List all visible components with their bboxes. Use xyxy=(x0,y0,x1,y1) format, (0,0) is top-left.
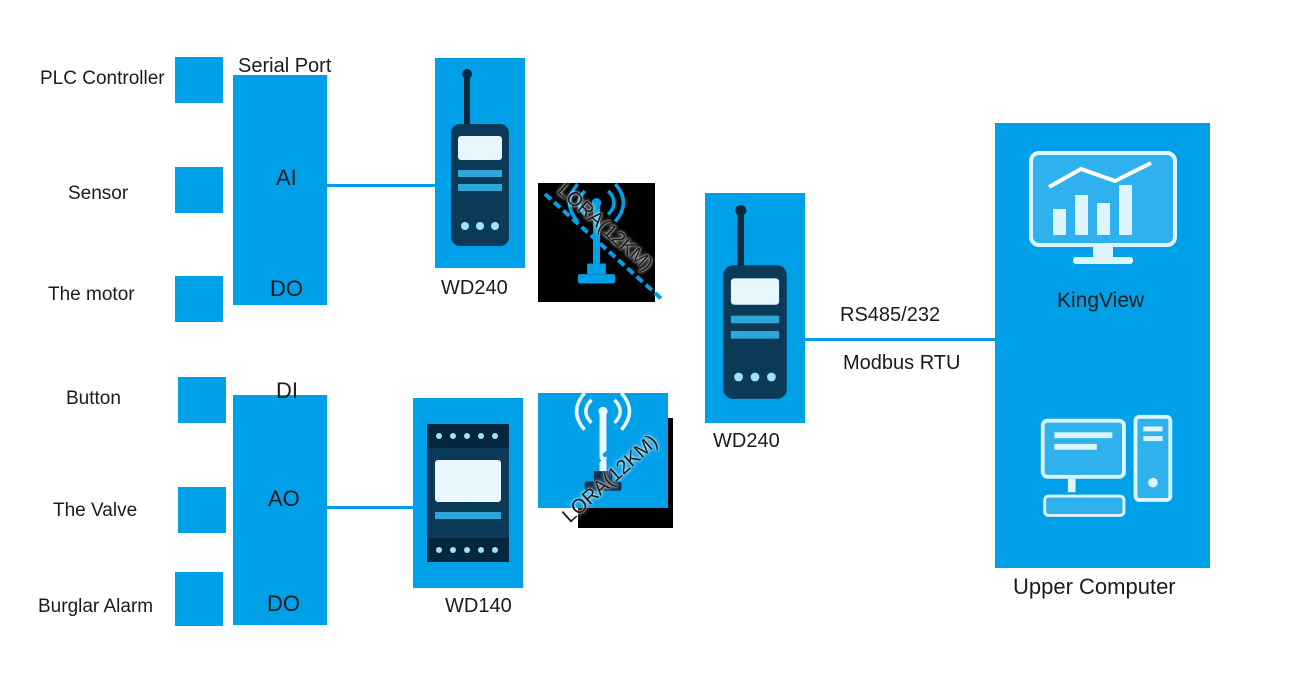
device-label-button: Button xyxy=(66,388,121,409)
bus-interface-label: RS485/232 xyxy=(840,304,941,326)
gateway-wd240-right xyxy=(705,193,805,423)
lora-antenna-icon xyxy=(567,183,626,284)
device-node-plc-controller xyxy=(175,57,223,103)
upper-computer-panel: KingView xyxy=(995,123,1210,568)
device-node-the-motor xyxy=(175,276,223,322)
upper-computer-caption: Upper Computer xyxy=(1013,574,1176,599)
monitor-chart-icon xyxy=(1023,147,1183,279)
lora-antenna-photo-bottom xyxy=(538,393,668,508)
wire-wd240-to-host xyxy=(805,338,997,341)
device-label-plc-controller: PLC Controller xyxy=(40,68,165,89)
device-label-the-motor: The motor xyxy=(48,284,135,305)
io-module-top xyxy=(233,75,327,305)
device-node-button xyxy=(178,377,226,423)
io-module-top-digital-label: DO xyxy=(270,276,303,301)
wire-top-module-to-wd240 xyxy=(327,184,435,187)
desktop-computer-icon xyxy=(1035,413,1180,528)
io-module-bottom-port-label: DI xyxy=(276,378,298,403)
bus-protocol-label: Modbus RTU xyxy=(843,352,961,374)
io-module-top-analog-label: AI xyxy=(276,165,297,190)
host-software-label: KingView xyxy=(1057,289,1145,312)
gateway-wd240-top-label: WD240 xyxy=(441,277,508,299)
gateway-wd240-top xyxy=(435,58,525,268)
gateway-wd140 xyxy=(413,398,523,588)
lora-antenna-box-top xyxy=(538,183,655,302)
lora-antenna-icon xyxy=(574,393,632,491)
device-label-the-valve: The Valve xyxy=(53,500,138,521)
gateway-device-icon xyxy=(723,205,787,399)
device-node-sensor xyxy=(175,167,223,213)
io-module-bottom-digital-label: DO xyxy=(267,591,300,616)
device-node-the-valve xyxy=(178,487,226,533)
gateway-device-icon xyxy=(427,424,509,562)
gateway-wd140-label: WD140 xyxy=(445,595,512,617)
device-node-burglar-alarm xyxy=(175,572,223,626)
io-module-top-port-label: Serial Port xyxy=(238,55,332,77)
device-label-burglar-alarm: Burglar Alarm xyxy=(38,596,154,617)
io-module-bottom-analog-label: AO xyxy=(268,486,300,511)
device-label-sensor: Sensor xyxy=(68,183,129,204)
wire-bottom-module-to-wd140 xyxy=(327,506,413,509)
io-module-bottom xyxy=(233,395,327,625)
gateway-device-icon xyxy=(451,69,509,246)
gateway-wd240-right-label: WD240 xyxy=(713,430,780,452)
